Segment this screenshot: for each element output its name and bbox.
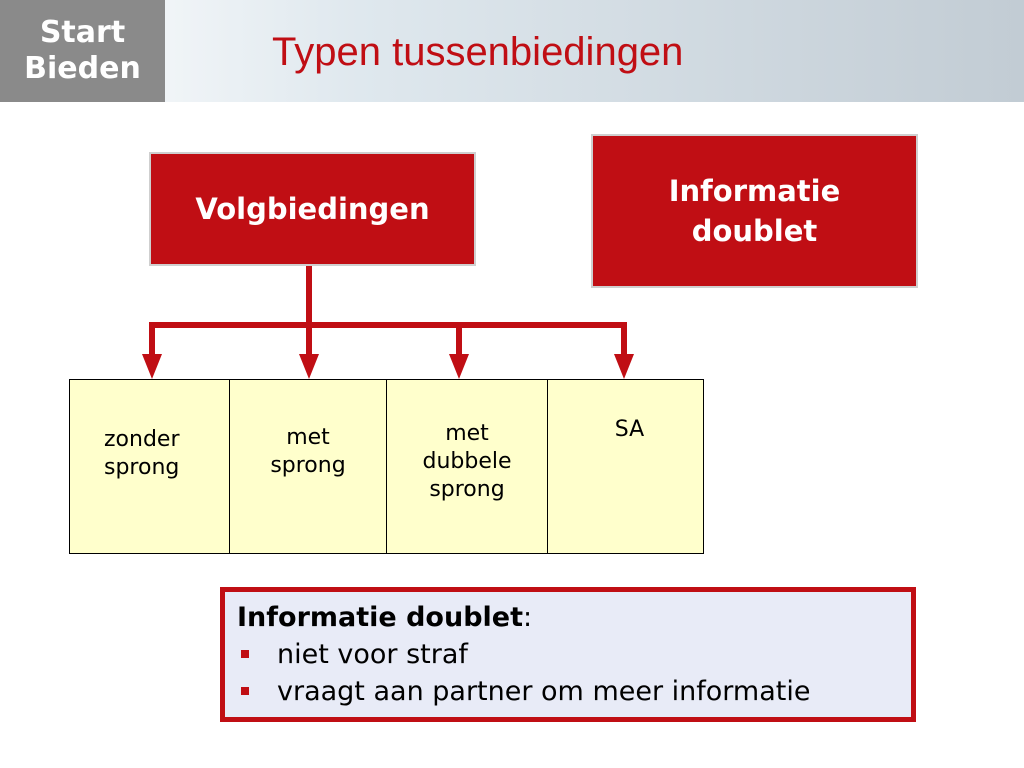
category-met-dubbele-sprong: met dubbele sprong <box>386 379 548 554</box>
volgbiedingen-box: Volgbiedingen <box>149 152 476 266</box>
category-zonder-sprong: zonder sprong <box>69 379 230 554</box>
category-label-line: dubbele <box>422 449 512 474</box>
category-sa: SA <box>547 379 704 554</box>
informatie-doublet-note: Informatie doublet: niet voor straf vraa… <box>220 587 916 722</box>
logo-line-1: Start <box>39 15 126 50</box>
note-bullet-list: niet voor straf vraagt aan partner om me… <box>237 636 911 710</box>
category-label-line: sprong <box>270 453 346 478</box>
informatie-doublet-box: Informatie doublet <box>591 134 918 288</box>
note-heading-bold: Informatie doublet <box>237 602 524 633</box>
arrowhead-2 <box>299 354 319 379</box>
start-bieden-logo: Start Bieden <box>0 0 165 102</box>
list-item: niet voor straf <box>237 636 911 673</box>
category-label-line: sprong <box>104 455 180 480</box>
square-bullet-icon <box>241 687 249 695</box>
category-label-line: SA <box>614 417 645 442</box>
arrowhead-4 <box>614 354 634 379</box>
logo-line-2: Bieden <box>24 51 141 86</box>
category-label-line: met <box>445 421 489 446</box>
category-label-line: zonder <box>104 427 180 452</box>
category-label-line: met <box>286 425 330 450</box>
bullet-text: niet voor straf <box>277 639 468 670</box>
page-title: Typen tussenbiedingen <box>272 30 684 74</box>
arrowhead-3 <box>449 354 469 379</box>
note-heading-colon: : <box>523 602 533 633</box>
category-met-sprong: met sprong <box>229 379 387 554</box>
square-bullet-icon <box>241 650 249 658</box>
bullet-text: vraagt aan partner om meer informatie <box>277 676 811 707</box>
header-band <box>0 0 1024 102</box>
informatie-doublet-line-2: doublet <box>691 214 818 248</box>
note-heading: Informatie doublet: <box>237 600 911 636</box>
volgbiedingen-label: Volgbiedingen <box>195 192 430 226</box>
list-item: vraagt aan partner om meer informatie <box>237 673 911 710</box>
informatie-doublet-line-1: Informatie <box>668 174 841 208</box>
arrowhead-1 <box>142 354 162 379</box>
category-label-line: sprong <box>429 477 505 502</box>
